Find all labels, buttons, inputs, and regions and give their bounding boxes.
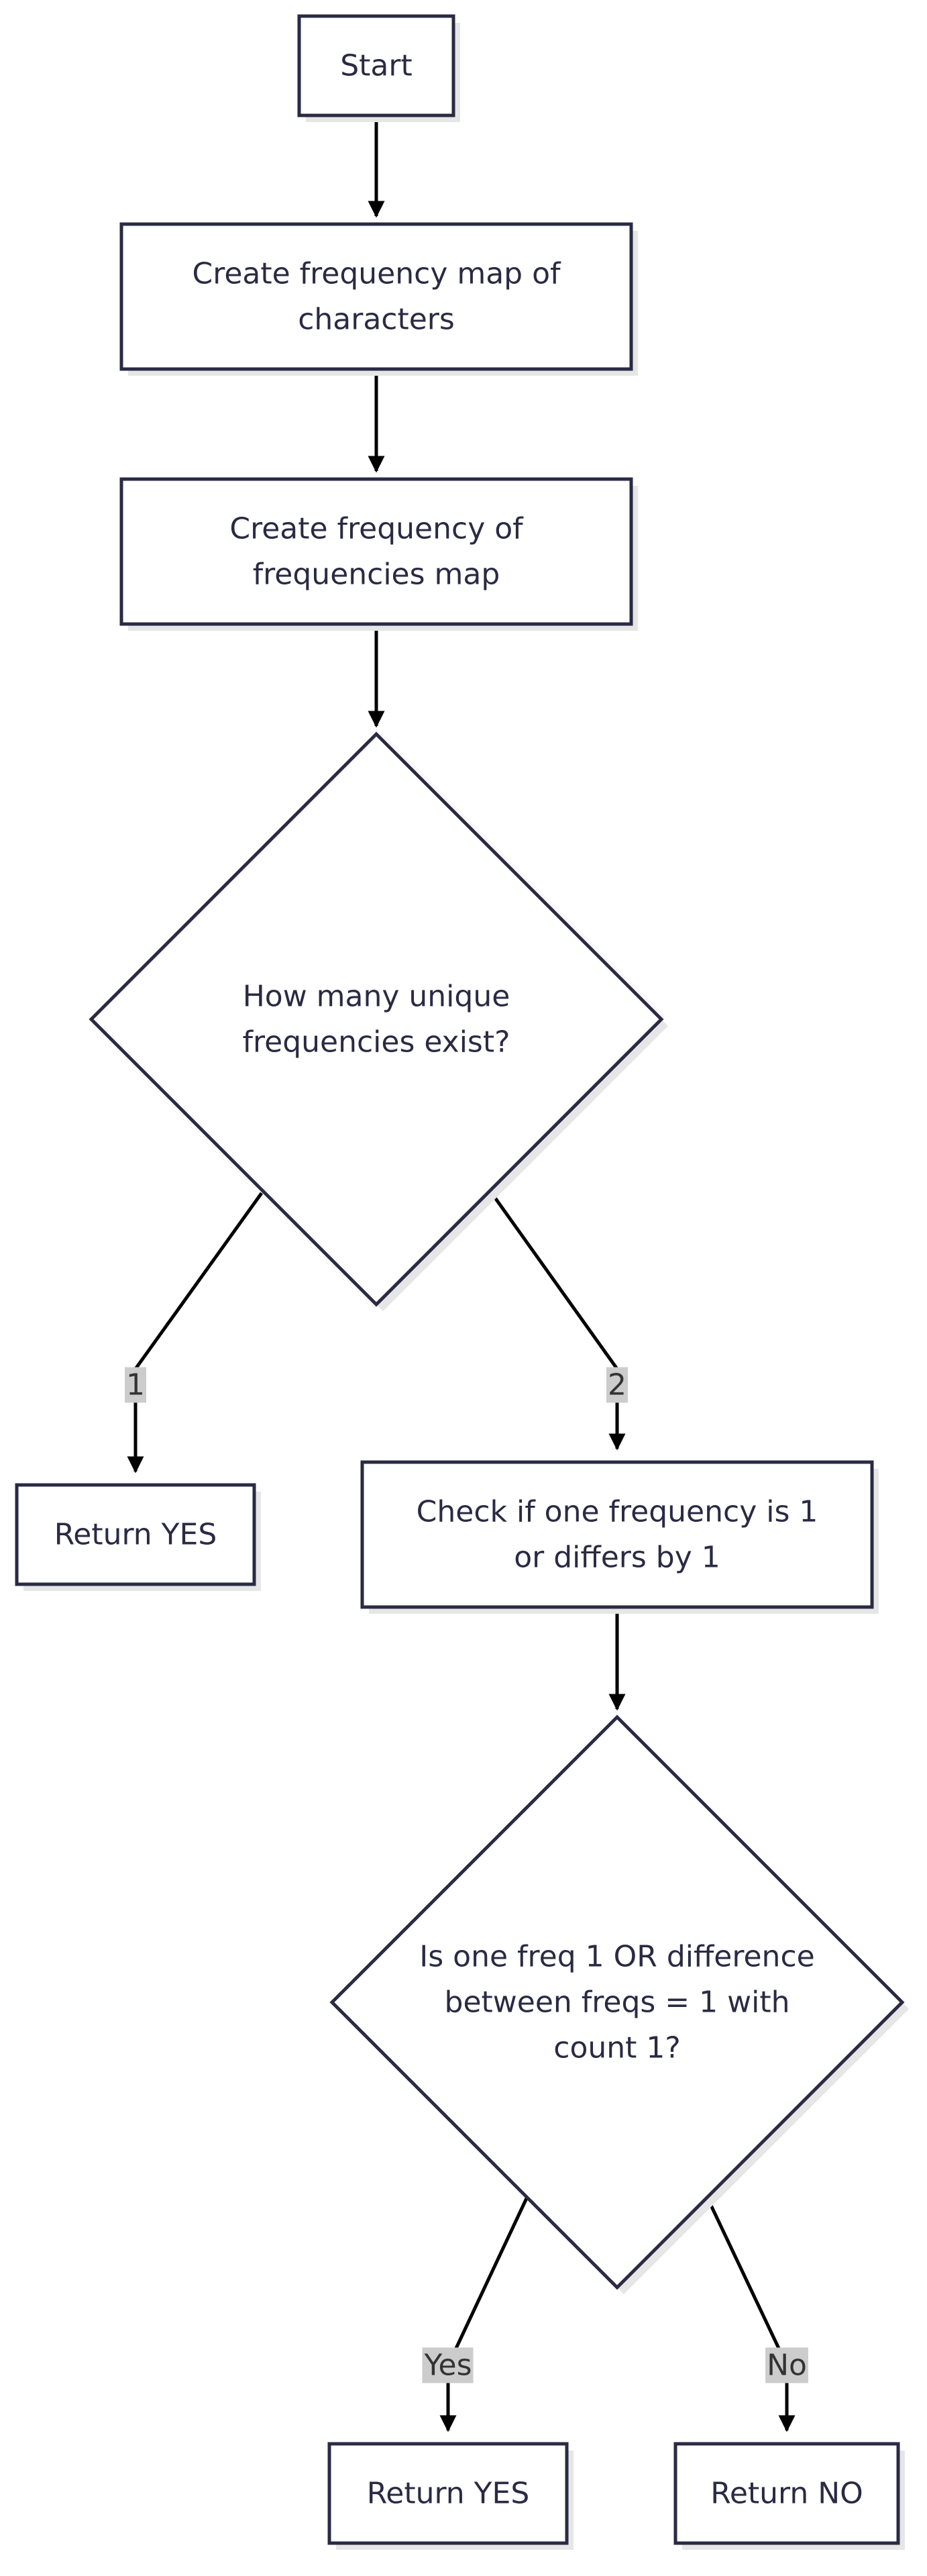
node-label-line: characters: [298, 303, 455, 337]
node-label-line: Check if one frequency is 1: [417, 1495, 818, 1529]
process-box: [15, 1483, 256, 1586]
edge-label-diff_decision-to-return_yes_2: Yes: [422, 2347, 474, 2383]
node-label-line: frequencies exist?: [243, 1025, 510, 1060]
node-label-line: How many unique: [243, 980, 510, 1014]
node-return-yes-2: Return YES: [327, 2442, 574, 2550]
node-freq-of-freq: Create frequency of frequencies map: [119, 477, 638, 631]
node-return-no: Return NO: [673, 2442, 905, 2550]
node-unique-decision: How many unique frequencies exist?: [89, 731, 668, 1311]
edge-label-text: Yes: [423, 2349, 472, 2383]
edge-unique_decision-to-check_one: [490, 1192, 626, 1451]
node-label-line: Start: [340, 49, 413, 83]
node-label-line: frequencies map: [253, 558, 500, 592]
node-label-line: between freqs = 1 with: [445, 1986, 790, 2020]
edge-label-background: [125, 1367, 146, 1403]
edge-label-diff_decision-to-return_no: No: [765, 2347, 808, 2383]
process-box: [119, 477, 633, 626]
edge-label-background: [765, 2347, 808, 2383]
node-label-line: Create frequency of: [229, 512, 524, 546]
edge-label-background: [606, 1367, 628, 1403]
edge-label-background: [422, 2347, 474, 2383]
edge-label-text: No: [767, 2349, 807, 2383]
process-box: [119, 222, 633, 371]
node-label-line: or differs by 1: [514, 1541, 720, 1575]
edge-label-text: 2: [608, 1368, 626, 1402]
process-box: [673, 2442, 900, 2545]
edge-diff_decision-to-return_no: [705, 2196, 796, 2432]
node-check-one: Check if one frequency is 1 or differs by…: [360, 1460, 879, 1614]
edge-label-unique_decision-to-check_one: 2: [606, 1367, 628, 1403]
process-box: [327, 2442, 569, 2545]
node-start: Start: [297, 14, 460, 122]
node-label-line: Return YES: [367, 2477, 530, 2511]
decision-diamond: [89, 731, 664, 1307]
decision-diamond: [329, 1714, 905, 2290]
node-return-yes-1: Return YES: [15, 1483, 261, 1591]
edge-label-unique_decision-to-return_yes_1: 1: [125, 1367, 146, 1403]
node-label-line: Return YES: [54, 1518, 217, 1552]
process-box: [297, 14, 455, 117]
edge-label-text: 1: [126, 1368, 145, 1402]
node-diff-decision: Is one freq 1 OR difference between freqs…: [329, 1714, 909, 2294]
edge-diff_decision-to-return_yes_2: [439, 2196, 529, 2432]
node-freq-map: Create frequency map of characters: [119, 222, 638, 376]
node-label-line: Is one freq 1 OR difference: [419, 1940, 814, 1974]
edge-unique_decision-to-return_yes_1: [127, 1192, 264, 1474]
node-label-line: Return NO: [710, 2477, 863, 2511]
process-box: [360, 1460, 874, 1609]
node-label-line: Create frequency map of: [192, 257, 561, 291]
node-label-line: count 1?: [553, 2031, 680, 2065]
